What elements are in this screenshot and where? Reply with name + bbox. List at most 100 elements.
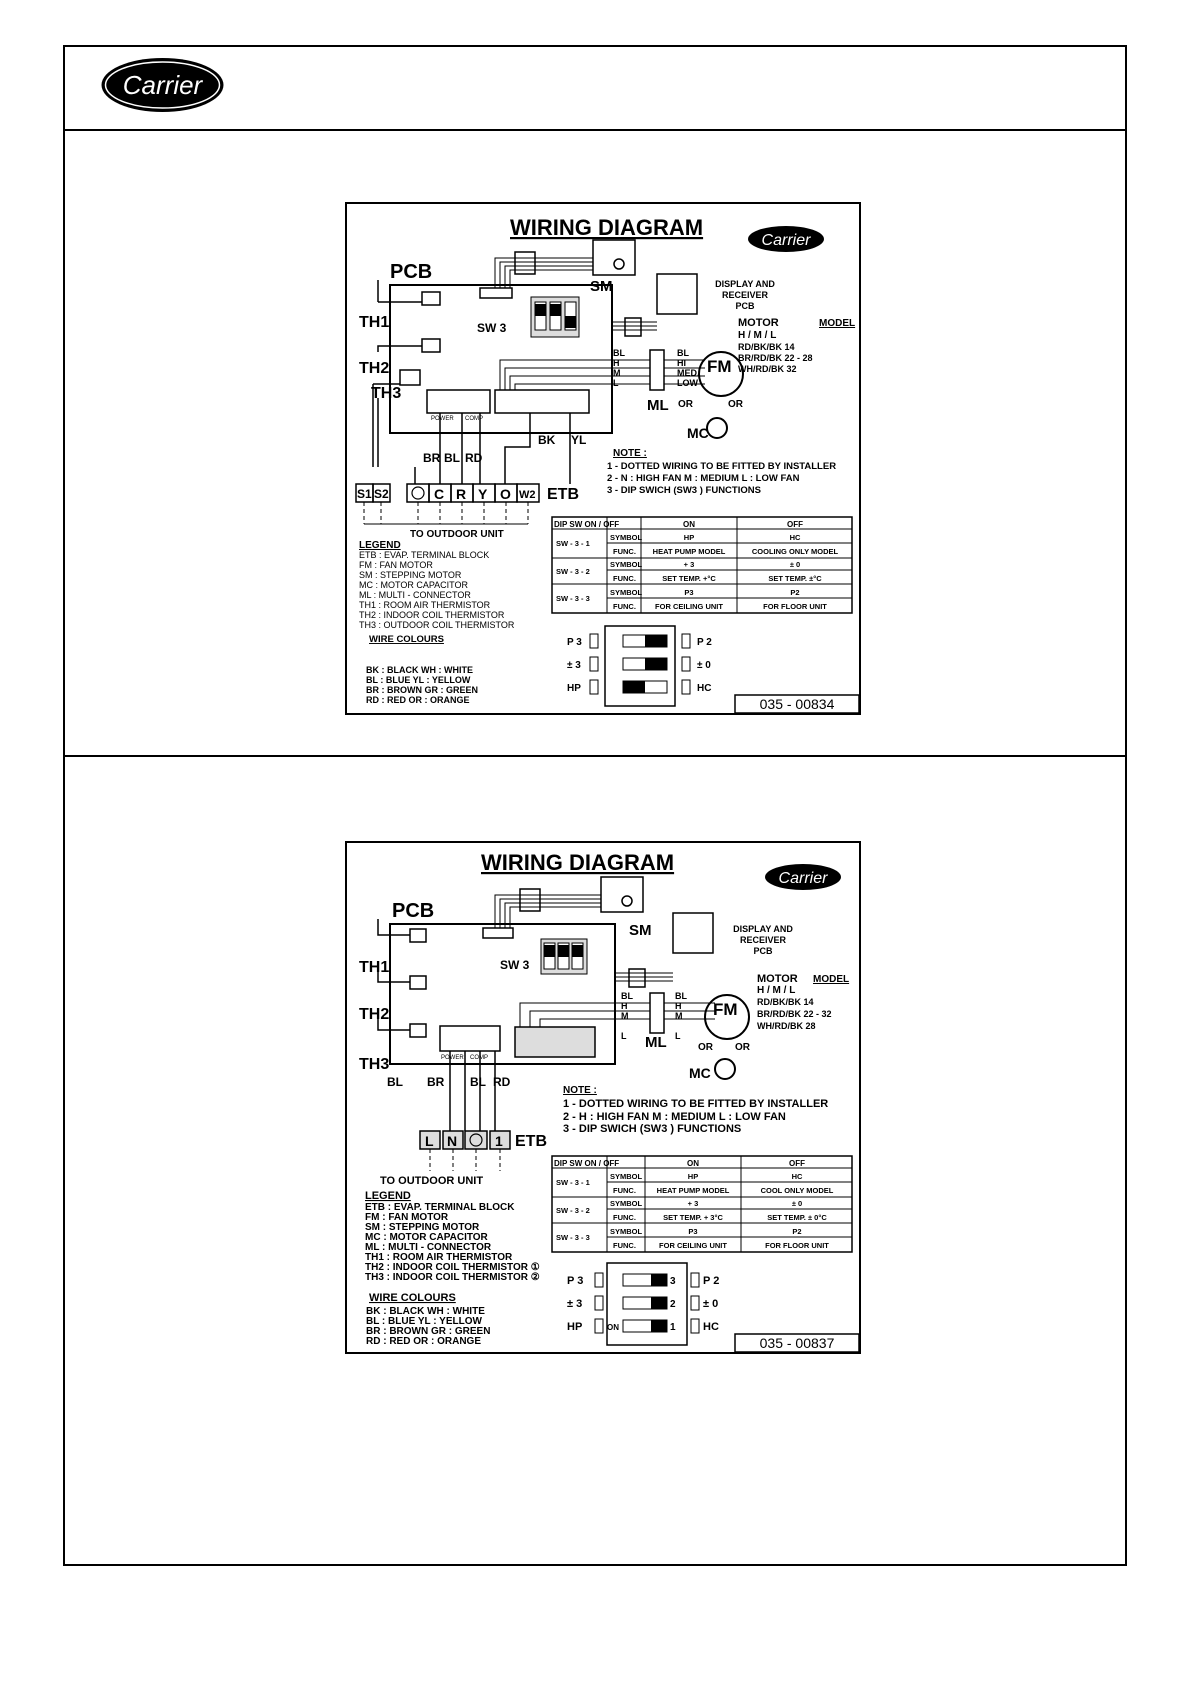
svg-text:WH/RD/BK 32: WH/RD/BK 32 xyxy=(738,364,797,374)
dip-switch-illustration: P 3 ± 3 HP P 2 ± 0 HC xyxy=(567,625,712,707)
svg-text:BR: BR xyxy=(423,451,441,465)
svg-text:W2: W2 xyxy=(519,489,536,501)
svg-text:NOTE :: NOTE : xyxy=(613,448,647,459)
svg-text:COOLING ONLY MODEL: COOLING ONLY MODEL xyxy=(752,547,839,556)
svg-text:S2: S2 xyxy=(374,487,389,501)
svg-text:H / M / L: H / M / L xyxy=(738,330,776,341)
svg-text:WIRE COLOURS: WIRE COLOURS xyxy=(369,1292,456,1304)
svg-text:DIP SW ON / OFF: DIP SW ON / OFF xyxy=(554,520,619,529)
th1-label: TH1 xyxy=(359,314,389,331)
svg-text:BL : BLUE YL : YELLOW: BL : BLUE YL : YELLOW xyxy=(366,675,471,685)
svg-text:HEAT PUMP MODEL: HEAT PUMP MODEL xyxy=(657,1186,730,1195)
pcb-label: PCB xyxy=(390,261,432,283)
svg-text:BL: BL xyxy=(675,991,687,1001)
svg-text:BR/RD/BK 22 - 32: BR/RD/BK 22 - 32 xyxy=(757,1009,832,1019)
th3-label: TH3 xyxy=(359,1056,389,1073)
svg-text:SW - 3 - 1: SW - 3 - 1 xyxy=(556,539,590,548)
dip-switch-sw3 xyxy=(530,296,580,338)
relay-connector xyxy=(514,1026,596,1058)
svg-text:FOR CEILING UNIT: FOR CEILING UNIT xyxy=(655,602,723,611)
svg-text:FUNC.: FUNC. xyxy=(613,1213,636,1222)
svg-text:PCB: PCB xyxy=(753,946,773,956)
svg-text:HP: HP xyxy=(684,533,694,542)
svg-text:O: O xyxy=(500,486,511,502)
svg-text:3 - DIP SWICH (SW3 ) FUNCTIO: 3 - DIP SWICH (SW3 ) FUNCTIONS xyxy=(607,485,761,496)
svg-text:SYMBOL: SYMBOL xyxy=(610,588,643,597)
svg-text:TH2 : INDOOR COIL THERMISTOR: TH2 : INDOOR COIL THERMISTOR xyxy=(359,610,505,620)
svg-text:SYMBOL: SYMBOL xyxy=(610,533,643,542)
svg-text:RD: RD xyxy=(493,1075,511,1089)
svg-text:BL: BL xyxy=(470,1075,486,1089)
svg-text:COMP: COMP xyxy=(465,416,483,422)
svg-text:BK : BLACK WH : WHITE: BK : BLACK WH : WHITE xyxy=(366,1306,485,1317)
power-connector xyxy=(439,1025,501,1052)
svg-text:BL : BLUE YL : YELLOW: BL : BLUE YL : YELLOW xyxy=(366,1316,482,1327)
svg-text:SET TEMP. + 3°C: SET TEMP. + 3°C xyxy=(663,1213,723,1222)
sw3-label: SW 3 xyxy=(477,321,507,335)
svg-text:M: M xyxy=(675,1011,683,1021)
svg-text:FM: FM xyxy=(707,357,732,376)
svg-text:SET TEMP. ± 0°C: SET TEMP. ± 0°C xyxy=(767,1213,827,1222)
svg-text:2 - H : HIGH FAN M : MEDIU: 2 - H : HIGH FAN M : MEDIUM L : LOW FAN xyxy=(563,1111,786,1123)
section-divider xyxy=(63,755,1127,757)
svg-text:FOR FLOOR UNIT: FOR FLOOR UNIT xyxy=(765,1241,829,1250)
svg-text:BK : BLACK WH : WHITE: BK : BLACK WH : WHITE xyxy=(366,665,473,675)
svg-text:COMP: COMP xyxy=(470,1055,488,1061)
svg-text:P3: P3 xyxy=(684,588,693,597)
svg-text:N: N xyxy=(447,1133,457,1149)
svg-text:TH3 : OUTDOOR COIL THERMISTOR: TH3 : OUTDOOR COIL THERMISTOR xyxy=(359,620,515,630)
svg-text:BR: BR xyxy=(427,1075,445,1089)
svg-text:L: L xyxy=(425,1133,434,1149)
svg-text:RD : RED OR : ORANGE: RD : RED OR : ORANGE xyxy=(366,1336,481,1347)
svg-text:FOR FLOOR UNIT: FOR FLOOR UNIT xyxy=(763,602,827,611)
display-receiver-pcb xyxy=(656,273,698,315)
svg-text:SW - 3 - 3: SW - 3 - 3 xyxy=(556,594,590,603)
svg-text:YL: YL xyxy=(571,433,586,447)
svg-text:HI: HI xyxy=(677,358,686,368)
diagram-title: WIRING DIAGRAM xyxy=(510,215,703,240)
svg-text:HC: HC xyxy=(697,683,711,694)
svg-text:M: M xyxy=(613,368,621,378)
svg-text:LEGEND: LEGEND xyxy=(365,1190,411,1202)
svg-text:ML : MULTI - CONNECTOR: ML : MULTI - CONNECTOR xyxy=(365,1242,492,1253)
svg-text:BK: BK xyxy=(538,433,556,447)
svg-text:C: C xyxy=(434,486,444,502)
svg-text:TH1 : ROOM AIR THERMISTOR: TH1 : ROOM AIR THERMISTOR xyxy=(359,600,491,610)
motor-capacitor xyxy=(706,417,728,439)
svg-text:DIP SW ON / OFF: DIP SW ON / OFF xyxy=(554,1159,619,1168)
svg-text:BL: BL xyxy=(444,451,460,465)
svg-text:L: L xyxy=(613,378,619,388)
diagram-code: 035 - 00837 xyxy=(760,1335,835,1351)
svg-text:ON: ON xyxy=(607,1323,619,1332)
svg-text:SW - 3 - 1: SW - 3 - 1 xyxy=(556,1178,590,1187)
svg-text:SM : STEPPING MOTOR: SM : STEPPING MOTOR xyxy=(365,1222,480,1233)
svg-text:BR : BROWN GR : GREEN: BR : BROWN GR : GREEN xyxy=(366,1326,490,1337)
svg-text:MC: MC xyxy=(687,425,709,441)
svg-text:BL: BL xyxy=(621,991,633,1001)
dip-switch-illustration: 3 2 1 ON P 3 ± 3 HP P 2 ± 0 HC xyxy=(567,1262,719,1346)
carrier-logo: Carrier xyxy=(101,58,224,112)
svg-text:RD : RED OR : ORANGE: RD : RED OR : ORANGE xyxy=(366,695,470,705)
dip-switch-table: DIP SW ON / OFF ON OFF SW - 3 - 1 SW - 3… xyxy=(551,1155,853,1253)
svg-text:P3: P3 xyxy=(688,1227,697,1236)
svg-text:SYMBOL: SYMBOL xyxy=(610,1172,643,1181)
svg-text:OR: OR xyxy=(698,1042,714,1053)
svg-text:P 3: P 3 xyxy=(567,1275,583,1287)
svg-text:NOTE :: NOTE : xyxy=(563,1085,597,1096)
svg-text:POWER: POWER xyxy=(431,416,454,422)
svg-text:TO OUTDOOR UNIT: TO OUTDOOR UNIT xyxy=(380,1175,483,1187)
svg-text:1: 1 xyxy=(495,1133,503,1149)
svg-text:+ 3: + 3 xyxy=(684,560,695,569)
svg-text:R: R xyxy=(456,486,466,502)
svg-text:± 0: ± 0 xyxy=(792,1199,802,1208)
svg-text:H: H xyxy=(621,1001,628,1011)
svg-text:P 3: P 3 xyxy=(567,637,582,648)
svg-text:FM: FM xyxy=(713,1000,738,1019)
svg-text:SW - 3 - 2: SW - 3 - 2 xyxy=(556,1206,590,1215)
terminal-block-etb: L N 1 xyxy=(419,1130,511,1150)
svg-text:MOTOR: MOTOR xyxy=(757,973,798,985)
svg-text:FOR CEILING UNIT: FOR CEILING UNIT xyxy=(659,1241,727,1250)
svg-text:SW - 3 - 3: SW - 3 - 3 xyxy=(556,1233,590,1242)
svg-text:Carrier: Carrier xyxy=(123,70,204,100)
svg-text:FM : FAN MOTOR: FM : FAN MOTOR xyxy=(359,560,433,570)
